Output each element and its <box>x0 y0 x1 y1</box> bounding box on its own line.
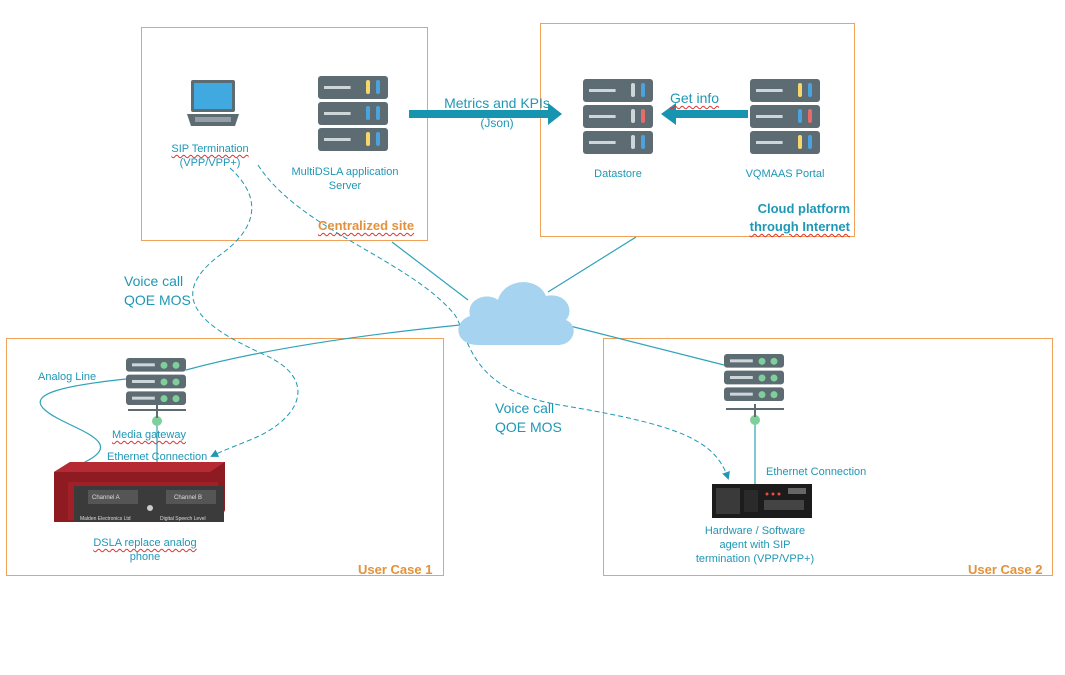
sip-termination-label: SIP Termination (VPP/VPP+) <box>171 143 249 169</box>
user-case-1-box <box>6 338 444 576</box>
voice-call-2-label: Voice call QOE MOS <box>495 400 562 435</box>
voice-call-1-path <box>192 167 299 457</box>
metrics-arrow <box>409 103 562 125</box>
centralized-site-title: Centralized site <box>318 218 415 233</box>
user-case-1-title: User Case 1 <box>358 562 433 577</box>
centralized-site-box <box>141 27 428 241</box>
link-cloud-usercase2 <box>569 325 725 366</box>
dsla-device-icon: Channel A Channel B Malden Electronics L… <box>54 462 225 522</box>
portal-label: VQMAAS Portal <box>745 168 825 180</box>
laptop-icon <box>187 80 239 126</box>
internet-cloud <box>458 282 574 346</box>
maker-label: Malden Electronics Ltd <box>80 516 131 522</box>
ethernet-connection-1-label: Ethernet Connection <box>107 451 208 463</box>
voice-call-2-path <box>257 164 730 480</box>
media-gateway-label: Media gateway <box>112 429 186 441</box>
dsla-label: DSLA replace analog phone <box>93 537 197 563</box>
cloud-platform-title: Cloud platform through Internet <box>749 201 850 234</box>
metrics-label: Metrics and KPIs (Json) <box>444 95 550 130</box>
ethernet-connection-2-label: Ethernet Connection <box>766 466 867 478</box>
get-info-label: Get info <box>670 90 720 106</box>
voice-call-1-label: Voice call QOE MOS <box>124 273 191 308</box>
link-cloudplatform-cloud <box>547 236 637 293</box>
agent-device-icon <box>712 484 812 518</box>
channel-b-label: Channel B <box>174 495 202 501</box>
link-gateway-cloud <box>185 324 461 371</box>
agent-label: Hardware / Software agent with SIP termi… <box>695 525 815 565</box>
channel-a-label: Channel A <box>92 495 120 501</box>
link-centralized-cloud <box>391 241 469 301</box>
app-server-label: MultiDSLA application Server <box>291 166 399 192</box>
brand-label: Digital Speech Level <box>160 516 206 522</box>
get-info-arrow <box>661 103 748 125</box>
analog-line-label: Analog Line <box>38 371 97 383</box>
datastore-label: Datastore <box>594 168 642 180</box>
user-case-2-title: User Case 2 <box>968 562 1043 577</box>
cloud-platform-box <box>540 23 855 237</box>
gateway-1-node <box>152 416 162 426</box>
gateway-2-node <box>750 415 760 425</box>
user-case-2-box <box>603 338 1053 576</box>
